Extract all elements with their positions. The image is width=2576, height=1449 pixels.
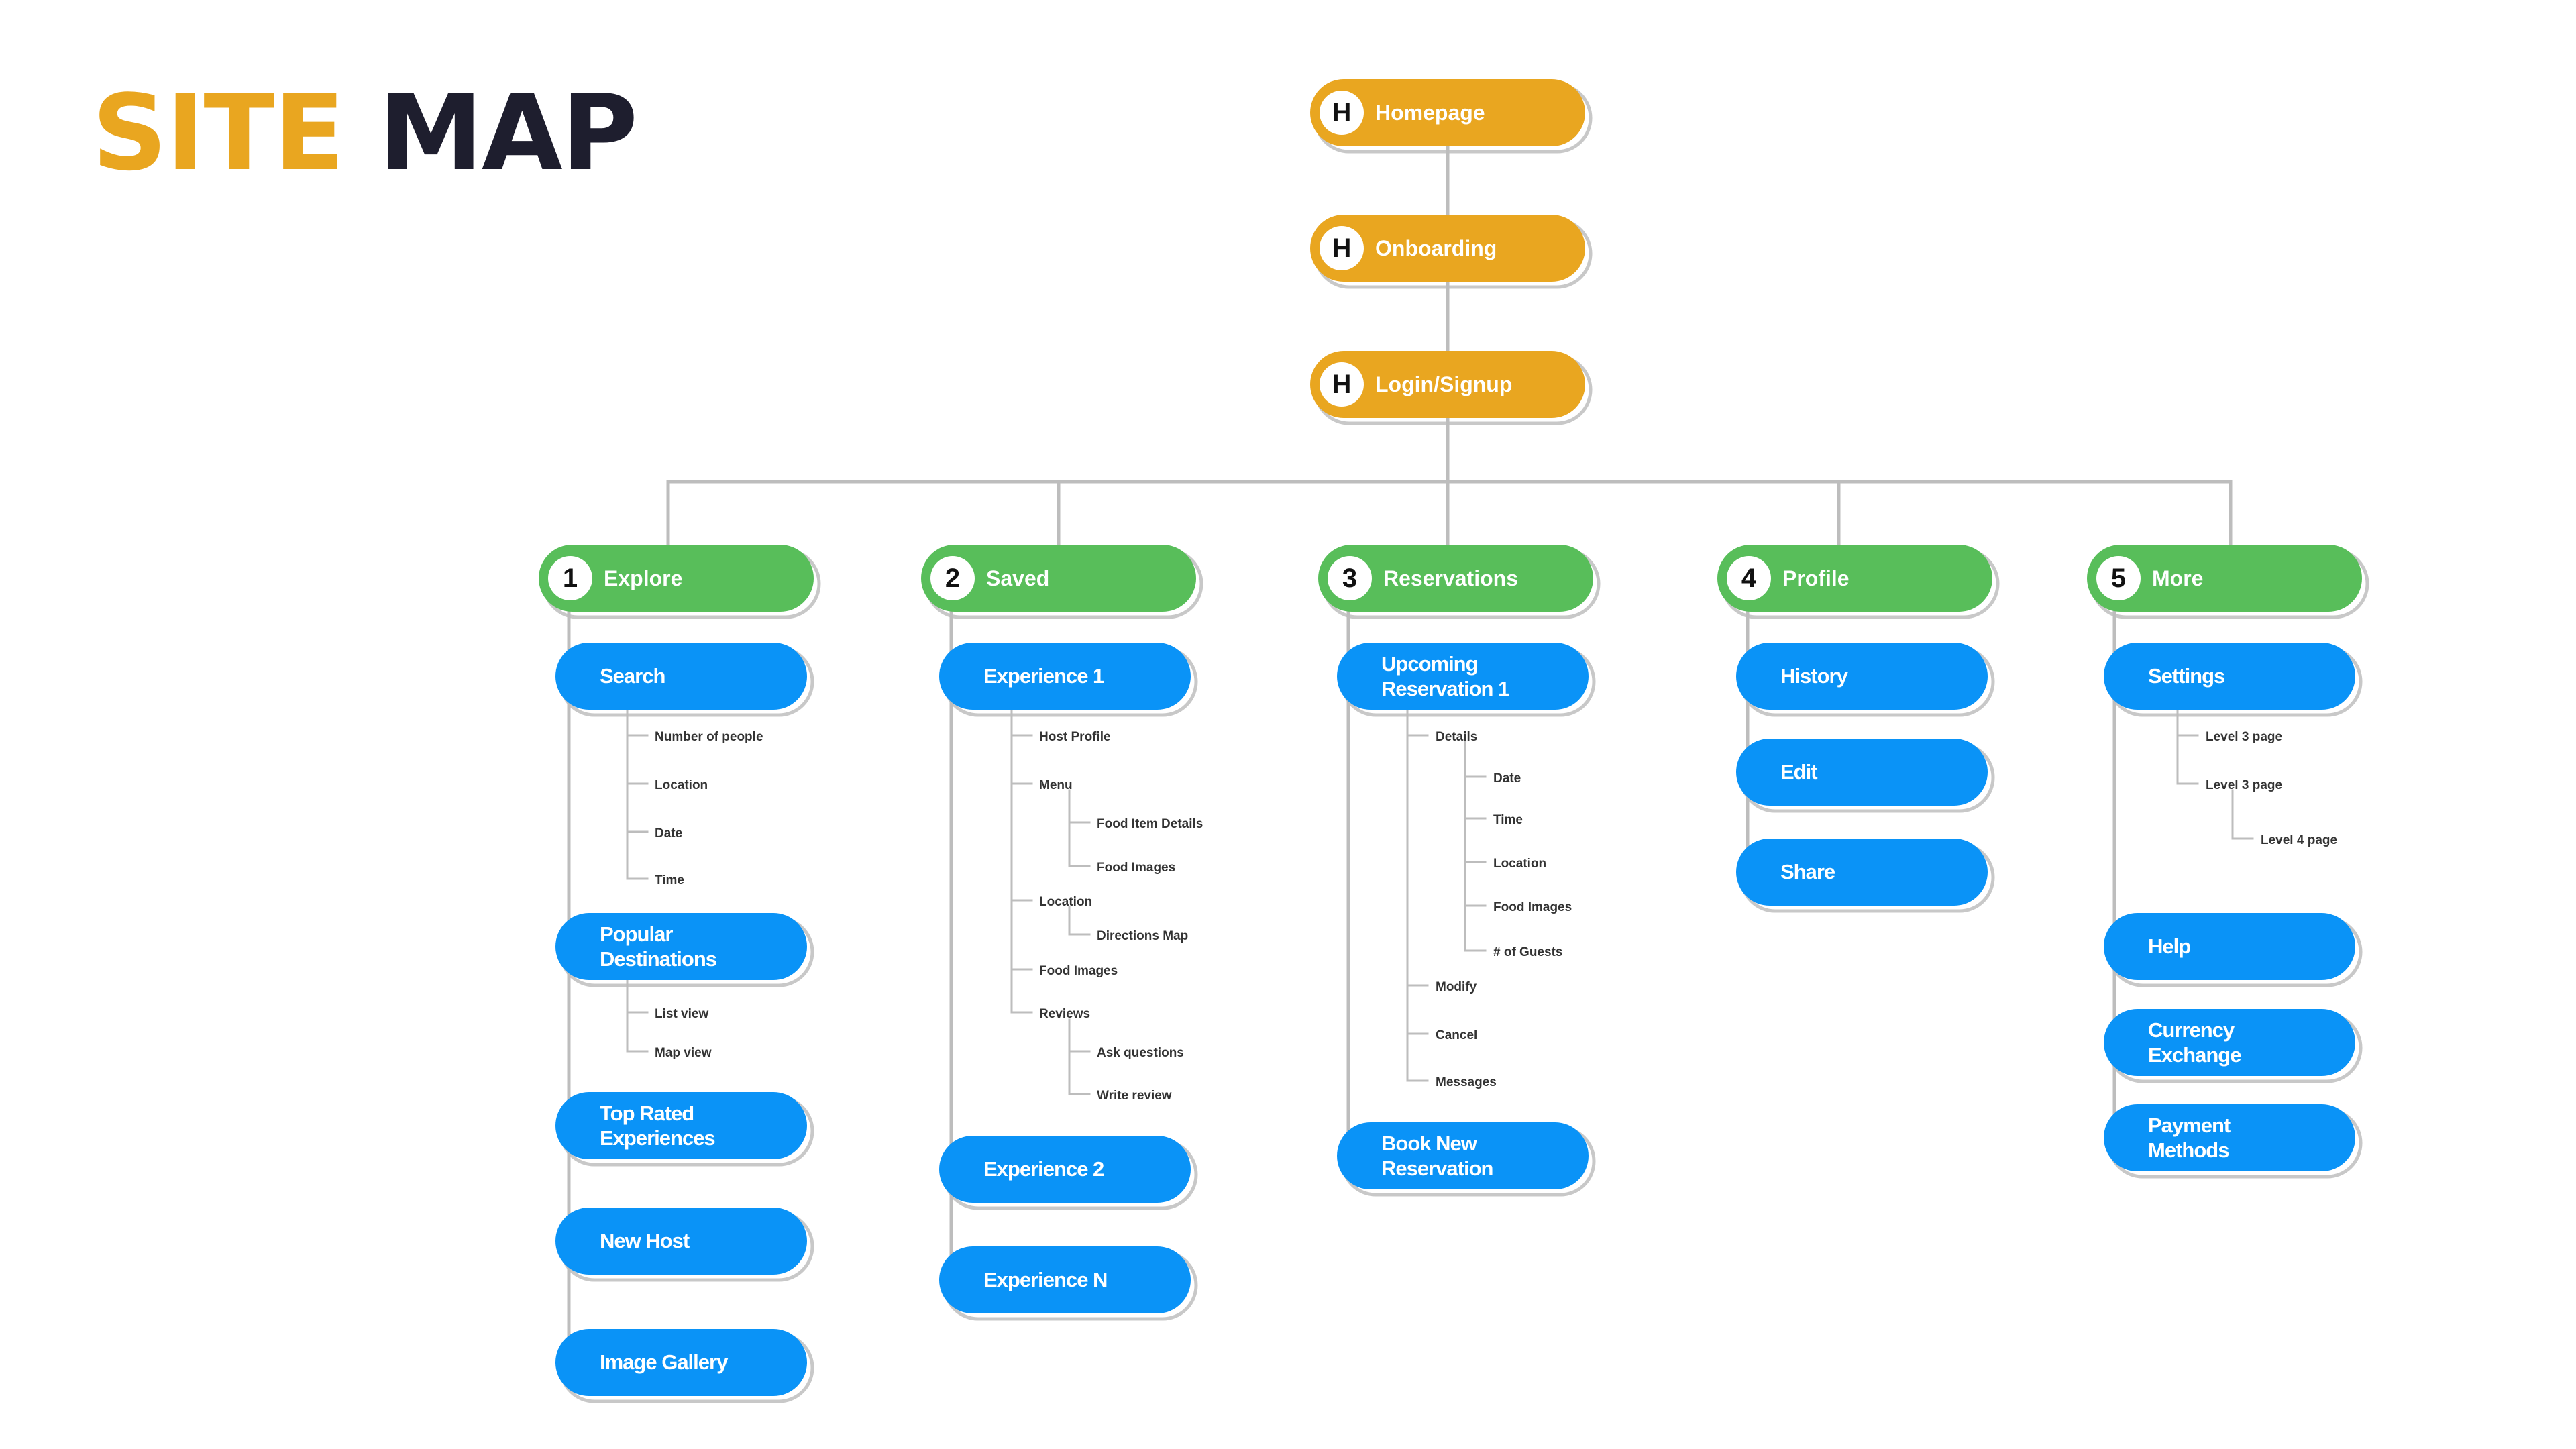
page-upcoming-reservation-1[interactable]: Upcoming Reservation 1: [1337, 643, 1589, 710]
h-badge-icon: H: [1320, 362, 1364, 407]
subpage-food-images[interactable]: Food Images: [1097, 861, 1176, 875]
subpage-map-view[interactable]: Map view: [655, 1046, 712, 1060]
node-label: Homepage: [1375, 100, 1485, 125]
subpage-food-images[interactable]: Food Images: [1493, 900, 1572, 914]
subpage-menu[interactable]: Menu: [1039, 778, 1073, 792]
h-badge-icon: H: [1320, 91, 1364, 135]
subpage-level-4-page[interactable]: Level 4 page: [2261, 833, 2338, 847]
subpage-directions-map[interactable]: Directions Map: [1097, 929, 1189, 943]
page-label: Experience 2: [983, 1157, 1104, 1181]
page-label: Image Gallery: [600, 1350, 728, 1375]
subpage-list-view[interactable]: List view: [655, 1007, 709, 1021]
page-experience-n[interactable]: Experience N: [939, 1246, 1191, 1313]
h-badge-icon: H: [1320, 226, 1364, 270]
number-4-badge-icon: 4: [1727, 556, 1771, 600]
section-label: More: [2152, 566, 2204, 590]
number-3-badge-icon: 3: [1328, 556, 1372, 600]
page-help[interactable]: Help: [2104, 913, 2355, 980]
node-label: Onboarding: [1375, 235, 1497, 260]
number-1-badge-icon: 1: [548, 556, 592, 600]
section-more[interactable]: 5 More: [2087, 545, 2362, 612]
subpage-ask-questions[interactable]: Ask questions: [1097, 1046, 1184, 1060]
section-profile[interactable]: 4 Profile: [1717, 545, 1992, 612]
page-label: Search: [600, 664, 665, 688]
subpage-number-of-guests[interactable]: # of Guests: [1493, 945, 1563, 959]
node-homepage[interactable]: H Homepage: [1310, 79, 1585, 146]
subpage-food-item-details[interactable]: Food Item Details: [1097, 817, 1203, 831]
page-currency-exchange[interactable]: Currency Exchange: [2104, 1009, 2355, 1076]
subpage-level-3-page[interactable]: Level 3 page: [2206, 730, 2283, 744]
page-label: Payment Methods: [2148, 1113, 2231, 1162]
subpage-time[interactable]: Time: [655, 873, 685, 888]
subpage-date[interactable]: Date: [655, 826, 683, 841]
subpage-level-3-page[interactable]: Level 3 page: [2206, 778, 2283, 792]
page-label: Experience N: [983, 1268, 1108, 1292]
page-experience-1[interactable]: Experience 1: [939, 643, 1191, 710]
title-word-map: MAP: [378, 72, 638, 194]
page-new-host[interactable]: New Host: [555, 1208, 807, 1275]
subpage-food-images[interactable]: Food Images: [1039, 964, 1118, 978]
page-label: Upcoming Reservation 1: [1381, 651, 1509, 700]
node-label: Login/Signup: [1375, 372, 1513, 396]
section-label: Saved: [986, 566, 1050, 590]
page-label: Share: [1780, 860, 1835, 884]
subpage-write-review[interactable]: Write review: [1097, 1089, 1172, 1103]
number-5-badge-icon: 5: [2096, 556, 2141, 600]
page-label: New Host: [600, 1229, 690, 1253]
page-image-gallery[interactable]: Image Gallery: [555, 1329, 807, 1396]
subpage-details[interactable]: Details: [1436, 730, 1478, 744]
number-2-badge-icon: 2: [930, 556, 975, 600]
page-experience-2[interactable]: Experience 2: [939, 1136, 1191, 1203]
subpage-location[interactable]: Location: [1039, 895, 1093, 909]
page-history[interactable]: History: [1736, 643, 1988, 710]
page-label: Currency Exchange: [2148, 1018, 2241, 1067]
subpage-reviews[interactable]: Reviews: [1039, 1007, 1091, 1021]
page-label: Top Rated Experiences: [600, 1101, 716, 1150]
page-label: Book New Reservation: [1381, 1131, 1493, 1180]
subpage-time[interactable]: Time: [1493, 813, 1523, 827]
section-label: Explore: [604, 566, 683, 590]
node-onboarding[interactable]: H Onboarding: [1310, 215, 1585, 282]
subpage-messages[interactable]: Messages: [1436, 1075, 1497, 1089]
page-popular-destinations[interactable]: Popular Destinations: [555, 913, 807, 980]
page-label: Experience 1: [983, 664, 1104, 688]
section-saved[interactable]: 2 Saved: [921, 545, 1196, 612]
page-label: History: [1780, 664, 1848, 688]
subpage-date[interactable]: Date: [1493, 771, 1521, 786]
subpage-location[interactable]: Location: [1493, 857, 1547, 871]
page-title: SITE MAP: [92, 80, 638, 185]
subpage-location[interactable]: Location: [655, 778, 708, 792]
page-label: Settings: [2148, 664, 2225, 688]
subpage-cancel[interactable]: Cancel: [1436, 1028, 1478, 1042]
section-label: Reservations: [1383, 566, 1518, 590]
subpage-number-of-people[interactable]: Number of people: [655, 730, 763, 744]
page-book-new-reservation[interactable]: Book New Reservation: [1337, 1122, 1589, 1189]
title-word-site: SITE: [92, 72, 345, 194]
page-share[interactable]: Share: [1736, 839, 1988, 906]
page-search[interactable]: Search: [555, 643, 807, 710]
page-label: Popular Destinations: [600, 922, 717, 971]
page-label: Edit: [1780, 760, 1818, 784]
page-payment-methods[interactable]: Payment Methods: [2104, 1104, 2355, 1171]
subpage-modify[interactable]: Modify: [1436, 980, 1477, 994]
page-settings[interactable]: Settings: [2104, 643, 2355, 710]
subpage-host-profile[interactable]: Host Profile: [1039, 730, 1111, 744]
page-label: Help: [2148, 934, 2191, 959]
page-top-rated-experiences[interactable]: Top Rated Experiences: [555, 1092, 807, 1159]
section-label: Profile: [1782, 566, 1849, 590]
node-login-signup[interactable]: H Login/Signup: [1310, 351, 1585, 418]
section-explore[interactable]: 1 Explore: [539, 545, 814, 612]
section-reservations[interactable]: 3 Reservations: [1318, 545, 1593, 612]
page-edit[interactable]: Edit: [1736, 739, 1988, 806]
